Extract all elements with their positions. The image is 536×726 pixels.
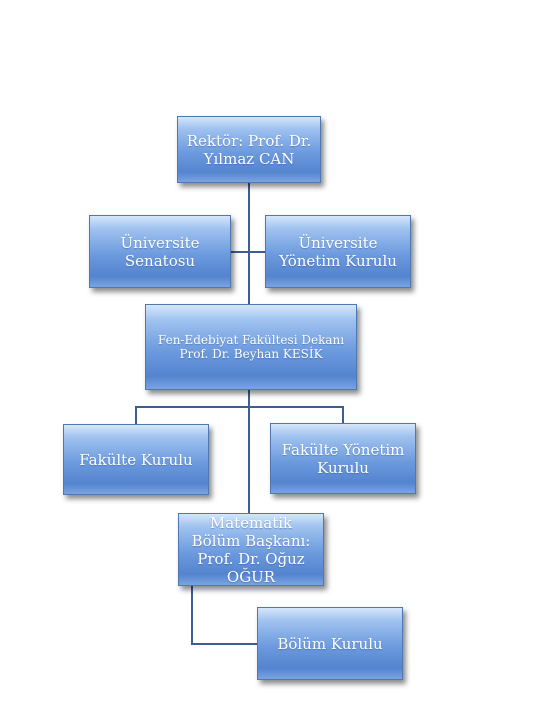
node-senato-label: Üniversite Senatosu xyxy=(120,233,200,270)
node-universite-senatosu: Üniversite Senatosu xyxy=(89,215,231,288)
node-universite-yonetim-kurulu: Üniversite Yönetim Kurulu xyxy=(265,215,411,288)
node-bolum-kurulu: Bölüm Kurulu xyxy=(257,607,403,680)
node-rektor: Rektör: Prof. Dr. Yılmaz CAN xyxy=(177,116,321,183)
node-fakulte-yonetim-label: Fakülte Yönetim Kurulu xyxy=(281,440,405,477)
node-yonetim-label: Üniversite Yönetim Kurulu xyxy=(279,233,397,270)
node-fakulte-kurulu: Fakülte Kurulu xyxy=(63,424,209,495)
node-bolum-kurulu-label: Bölüm Kurulu xyxy=(277,634,383,653)
node-fakulte-yonetim-kurulu: Fakülte Yönetim Kurulu xyxy=(270,423,416,494)
node-bolum-baskani: Matematik Bölüm Başkanı: Prof. Dr. Oğuz … xyxy=(178,513,324,586)
node-dekan: Fen-Edebiyat Fakültesi Dekanı Prof. Dr. … xyxy=(145,304,357,390)
node-dekan-label: Fen-Edebiyat Fakültesi Dekanı Prof. Dr. … xyxy=(157,332,345,361)
node-bolum-baskani-label: Matematik Bölüm Başkanı: Prof. Dr. Oğuz … xyxy=(191,513,311,586)
node-rektor-label: Rektör: Prof. Dr. Yılmaz CAN xyxy=(186,131,312,168)
node-fakulte-kurulu-label: Fakülte Kurulu xyxy=(79,450,193,469)
